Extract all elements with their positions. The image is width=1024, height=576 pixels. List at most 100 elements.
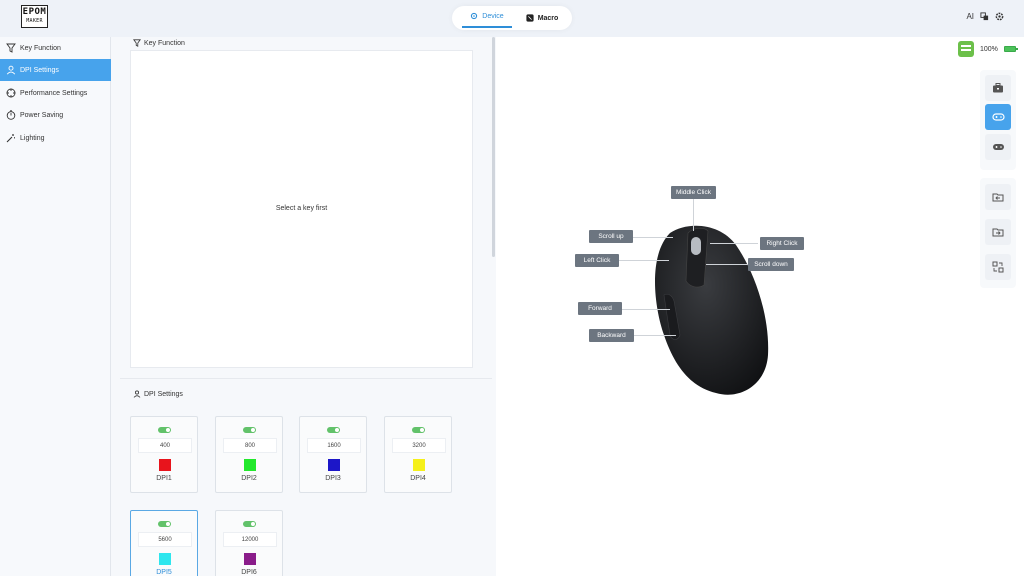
crosshair-icon <box>6 88 16 98</box>
gamepad-icon <box>991 113 1005 121</box>
dpi-value-input[interactable]: 12000 <box>223 532 277 547</box>
mouse-illustration <box>655 225 769 395</box>
filter-icon <box>6 43 16 53</box>
user-icon <box>133 390 141 398</box>
tab-device-label: Device <box>482 12 504 20</box>
tab-device[interactable]: Device <box>462 6 512 28</box>
dpi-color-swatch[interactable] <box>159 553 171 565</box>
translate-icon[interactable] <box>980 12 989 21</box>
sidebar-item-label: Lighting <box>20 134 45 142</box>
dpi-level-label: DPI2 <box>241 475 257 482</box>
dpi-card-6[interactable]: 12000 DPI6 <box>215 510 283 576</box>
key-function-title: Key Function <box>144 39 185 47</box>
dpi-color-swatch[interactable] <box>244 553 256 565</box>
dpi-card-5[interactable]: 5600 DPI5 <box>130 510 198 576</box>
battery-percent: 100% <box>980 45 998 53</box>
dpi-value-input[interactable]: 1600 <box>307 438 361 453</box>
user-icon <box>6 65 16 75</box>
dpi-settings-title: DPI Settings <box>144 390 183 398</box>
dpi-color-swatch[interactable] <box>159 459 171 471</box>
dpi-toggle[interactable] <box>158 427 171 433</box>
leader-line <box>693 199 694 231</box>
dpi-level-label: DPI1 <box>156 475 172 482</box>
dpi-value-input[interactable]: 5600 <box>138 532 192 547</box>
dpi-toggle[interactable] <box>412 427 425 433</box>
leader-line <box>633 237 673 238</box>
gamepad-icon <box>992 144 1004 150</box>
device-status: 100% <box>958 41 1018 57</box>
tab-macro-label: Macro <box>537 14 559 22</box>
dpi-card-4[interactable]: 3200 DPI4 <box>384 416 452 493</box>
sidebar-item-key-function[interactable]: Key Function <box>0 37 111 59</box>
scroll-up-label[interactable]: Scroll up <box>589 230 633 243</box>
dpi-color-swatch[interactable] <box>328 459 340 471</box>
brand-logo: EPOM MAKER <box>21 5 48 28</box>
left-click-label[interactable]: Left Click <box>575 254 619 267</box>
logo-text-bottom: MAKER <box>26 18 43 24</box>
backward-label[interactable]: Backward <box>589 329 634 342</box>
sidebar-item-dpi-settings[interactable]: DPI Settings <box>0 59 111 81</box>
forward-label[interactable]: Forward <box>578 302 622 315</box>
panel-scrollbar[interactable] <box>492 37 495 257</box>
import-profile-button[interactable] <box>985 184 1011 210</box>
middle-click-label[interactable]: Middle Click <box>671 186 716 199</box>
filter-icon <box>133 39 141 47</box>
folder-export-icon <box>992 228 1004 237</box>
dpi-card-1[interactable]: 400 DPI1 <box>130 416 198 493</box>
leader-line <box>706 264 748 265</box>
dpi-value-input[interactable]: 400 <box>138 438 192 453</box>
leader-line <box>619 260 669 261</box>
top-bar: EPOM MAKER Device Macro AI <box>0 0 1024 37</box>
ai-button[interactable]: AI <box>966 12 974 21</box>
sidebar-item-lighting[interactable]: Lighting <box>0 127 111 149</box>
leader-line <box>710 243 758 244</box>
dpi-value-input[interactable]: 3200 <box>392 438 446 453</box>
settings-panel: Key Function Select a key first DPI Sett… <box>112 37 492 576</box>
sidebar: Key Function DPI Settings Performance Se… <box>0 37 111 576</box>
section-divider <box>120 378 492 379</box>
gear-icon <box>471 12 478 20</box>
dpi-settings-heading: DPI Settings <box>133 390 183 398</box>
scroll-down-label[interactable]: Scroll down <box>748 258 794 271</box>
settings-gear-icon[interactable] <box>995 12 1004 21</box>
sidebar-item-performance-settings[interactable]: Performance Settings <box>0 82 111 104</box>
sidebar-item-label: Performance Settings <box>20 89 88 97</box>
sidebar-item-label: Key Function <box>20 44 61 52</box>
dpi-toggle[interactable] <box>243 427 256 433</box>
dpi-card-2[interactable]: 800 DPI2 <box>215 416 283 493</box>
empty-state-text: Select a key first <box>275 205 328 212</box>
dpi-card-3[interactable]: 1600 DPI3 <box>299 416 367 493</box>
dpi-color-swatch[interactable] <box>413 459 425 471</box>
leader-line <box>634 335 676 336</box>
swap-profile-button[interactable] <box>985 254 1011 280</box>
dpi-toggle[interactable] <box>327 427 340 433</box>
gamepad-alt-button[interactable] <box>985 134 1011 160</box>
folder-import-icon <box>992 193 1004 202</box>
dpi-toggle[interactable] <box>243 521 256 527</box>
sidebar-item-label: DPI Settings <box>20 66 59 74</box>
device-icon[interactable] <box>958 41 974 57</box>
dpi-level-label: DPI3 <box>325 475 341 482</box>
main-tabs: Device Macro <box>452 6 572 30</box>
right-click-label[interactable]: Right Click <box>760 237 804 250</box>
sidebar-item-label: Power Saving <box>20 111 64 119</box>
macro-icon <box>526 14 534 22</box>
dpi-level-label: DPI6 <box>241 569 257 576</box>
key-function-heading: Key Function <box>133 39 185 47</box>
swap-icon <box>992 261 1004 273</box>
leader-line <box>622 309 670 310</box>
sidebar-item-power-saving[interactable]: Power Saving <box>0 104 111 126</box>
battery-icon <box>1003 46 1018 52</box>
logo-text-top: EPOM <box>22 7 47 17</box>
toolbox-button[interactable] <box>985 75 1011 101</box>
dpi-level-label: DPI5 <box>156 569 172 576</box>
dpi-value-input[interactable]: 800 <box>223 438 277 453</box>
top-right-tools: AI <box>966 12 1004 21</box>
briefcase-icon <box>993 83 1003 93</box>
dpi-color-swatch[interactable] <box>244 459 256 471</box>
gamepad-mode-button[interactable] <box>985 104 1011 130</box>
export-profile-button[interactable] <box>985 219 1011 245</box>
tab-macro[interactable]: Macro <box>518 6 566 30</box>
dpi-toggle[interactable] <box>158 521 171 527</box>
